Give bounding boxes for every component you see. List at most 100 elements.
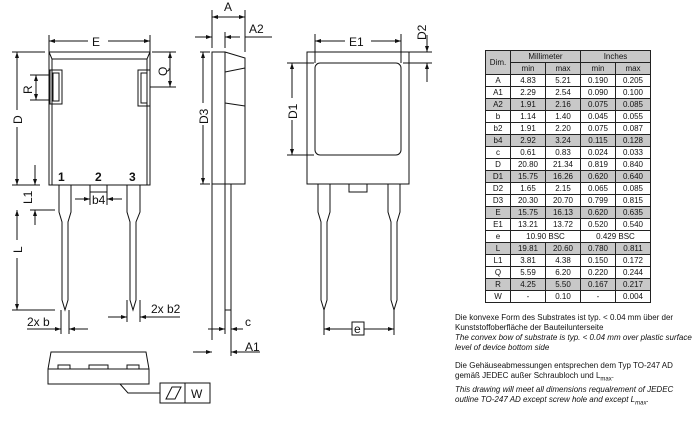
in-max-cell: 0.635 [615, 206, 651, 219]
in-max-cell: 0.811 [615, 242, 651, 255]
header-millimeter: Millimeter [510, 50, 581, 63]
dim-D2-label: D2 [415, 24, 429, 40]
mm-max-cell: 21.34 [545, 158, 581, 171]
mm-max-cell: 2.15 [545, 182, 581, 195]
mm-max-cell: 1.40 [545, 110, 581, 123]
mm-max-cell: 4.38 [545, 254, 581, 267]
pin-3-label: 3 [129, 170, 136, 184]
dim-cell: A [485, 74, 511, 87]
mm-min-cell: 2.29 [510, 86, 546, 99]
dim-b2-label: 2x b2 [151, 302, 181, 316]
dim-cell: D1 [485, 170, 511, 183]
dim-A-label: A [224, 0, 232, 14]
in-max-cell: 0.815 [615, 194, 651, 207]
in-min-cell: 0.075 [580, 98, 616, 111]
in-min-cell: 0.190 [580, 74, 616, 87]
mm-min-cell: 4.25 [510, 278, 546, 291]
lmax-subscript: max [600, 376, 612, 383]
dim-cell: b [485, 110, 511, 123]
mm-min-cell: 2.92 [510, 134, 546, 147]
in-min-cell: 0.780 [580, 242, 616, 255]
dim-cell: W [485, 290, 511, 303]
in-min-cell: 0.045 [580, 110, 616, 123]
in-min-cell: 0.024 [580, 146, 616, 159]
mm-min-cell: - [510, 290, 546, 303]
dim-cell: L [485, 242, 511, 255]
mm-max-cell: 13.72 [545, 218, 581, 231]
header-in-min: min [580, 62, 616, 75]
header-dim: Dim. [485, 50, 511, 75]
dim-e-label: e [354, 322, 361, 336]
back-view [287, 34, 432, 336]
mm-max-cell: 5.21 [545, 74, 581, 87]
in-min-cell: 0.150 [580, 254, 616, 267]
dim-E1-label: E1 [349, 35, 364, 49]
dim-L1-label: L1 [21, 190, 35, 204]
in-min-cell: 0.090 [580, 86, 616, 99]
note2-english-text: This drawing will meet all dimensions re… [455, 384, 674, 404]
dim-E-label: E [92, 35, 100, 49]
dim-b-label: 2x b [27, 315, 50, 329]
dim-cell: D2 [485, 182, 511, 195]
dimension-table: Dim. Millimeter Inches min max min max A… [485, 50, 651, 303]
note2-german-text: Die Gehäuseabmessungen entsprechen dem T… [455, 361, 673, 380]
mm-max-cell: 0.10 [545, 290, 581, 303]
in-min-cell: 0.115 [580, 134, 616, 147]
in-min-cell: 0.520 [580, 218, 616, 231]
mm-max-cell: 6.20 [545, 266, 581, 279]
in-min-cell: 0.620 [580, 206, 616, 219]
dim-cell: Q [485, 266, 511, 279]
dim-b4-label: b4 [92, 193, 106, 207]
dim-cell: D3 [485, 194, 511, 207]
in-max-cell: 0.244 [615, 266, 651, 279]
pin-2-label: 2 [95, 170, 102, 184]
mm-min-cell: 1.14 [510, 110, 546, 123]
note1-english: The convex bow of substrate is typ. < 0.… [455, 333, 692, 352]
dim-L-label: L [11, 246, 25, 253]
mm-min-cell: 1.91 [510, 122, 546, 135]
header-mm-max: max [545, 62, 581, 75]
dim-cell: L1 [485, 254, 511, 267]
in-max-cell: 0.004 [615, 290, 651, 303]
dim-cell: e [485, 230, 511, 243]
dim-Q-label: Q [156, 67, 170, 76]
dim-c-label: c [245, 315, 251, 329]
mm-max-cell: 2.16 [545, 98, 581, 111]
in-min-cell: 0.065 [580, 182, 616, 195]
bottom-view [47, 351, 211, 404]
mm-min-cell: 0.61 [510, 146, 546, 159]
side-view [193, 10, 272, 356]
dim-cell: b2 [485, 122, 511, 135]
dim-cell: E [485, 206, 511, 219]
dim-D3-label: D3 [197, 108, 211, 124]
mm-min-cell: 19.81 [510, 242, 546, 255]
in-max-cell: 0.085 [615, 98, 651, 111]
mm-min-cell: 1.65 [510, 182, 546, 195]
note2-english: This drawing will meet all dimensions re… [455, 384, 674, 407]
in-min-cell: 0.075 [580, 122, 616, 135]
note2-german: Die Gehäuseabmessungen entsprechen dem T… [455, 361, 673, 383]
mm-min-cell: 15.75 [510, 206, 546, 219]
note-convex-bow: Die konvexe Form des Substrates ist typ.… [455, 313, 695, 353]
header-inches: Inches [580, 50, 651, 63]
in-max-cell: 0.055 [615, 110, 651, 123]
mm-max-cell: 20.70 [545, 194, 581, 207]
mm-max-cell: 3.24 [545, 134, 581, 147]
package-drawing: E D R Q L1 L b4 1 2 3 2x b 2x b2 A A2 D3… [11, 0, 432, 404]
mm-min-cell: 15.75 [510, 170, 546, 183]
